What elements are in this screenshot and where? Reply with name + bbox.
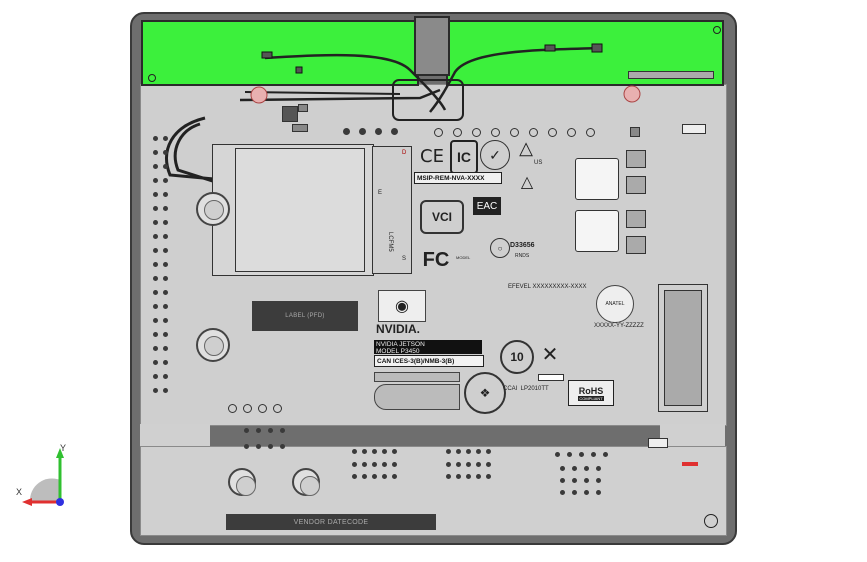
smd-part: [292, 124, 308, 132]
kc-mark-icon: IC: [450, 140, 478, 174]
smd-diode: [648, 438, 668, 448]
io-standoff: [292, 468, 320, 496]
antenna-strip: [628, 71, 714, 79]
qfn-chip: [626, 210, 646, 228]
ccai-icon: ❖: [464, 372, 506, 414]
io-standoff: [228, 468, 256, 496]
nvidia-eye-icon: ◉: [378, 290, 426, 322]
fcc-model-text: MODEL: [456, 255, 471, 260]
anatel-code-text: XXXXX-YY-ZZZZZ: [594, 323, 644, 329]
qfn-chip: [626, 176, 646, 194]
pcb-tab-right: [660, 424, 725, 448]
module-text-e: E: [378, 190, 383, 196]
ce-mark-icon: CE: [420, 145, 444, 167]
bsmi-icon: ○: [490, 238, 510, 258]
vendor-datecode-label: VENDOR DATECODE: [226, 514, 436, 530]
ccai-text: CCAI LP2010TT: [503, 386, 549, 392]
antenna-left: [141, 20, 419, 86]
triangle-mark-icon: △: [520, 174, 534, 191]
m2-module-connector: [372, 146, 412, 274]
rohs-text: RoHS: [578, 385, 604, 396]
blank-label: [374, 372, 460, 382]
anatel-logo-icon: ANATEL: [596, 285, 634, 323]
rnds-text: RNDS: [515, 253, 530, 259]
inductor-chip: [575, 210, 619, 252]
antenna-hole: [713, 26, 721, 34]
efevel-text: EFEVEL XXXXXXXXX-XXXX: [508, 284, 587, 290]
nvidia-wordmark: NVIDIA.: [376, 322, 421, 336]
msip-label: MSIP-REM-NVA-XXXX: [414, 172, 502, 184]
rohs-logo: RoHS COMPLIANT: [568, 380, 614, 406]
qfn-chip: [626, 236, 646, 254]
crossed-bin-icon: ✕: [541, 343, 559, 366]
ic-small: [282, 106, 298, 122]
axis-y-label: Y: [60, 443, 67, 453]
m2-connector-pins: [664, 290, 702, 406]
mounting-screw: [196, 328, 230, 362]
qfn-chip: [626, 150, 646, 168]
smd-part: [630, 127, 640, 137]
bin-bar: [538, 374, 564, 381]
nvidia-model-line2: MODEL P3450: [374, 348, 482, 355]
checkmark-seal-icon: ✓: [480, 140, 510, 170]
module-text-lcfm: LCFM5: [387, 232, 393, 252]
smd-diode: [682, 124, 706, 134]
rohs-compliant-text: COMPLIANT: [578, 395, 604, 401]
mounting-screw: [196, 192, 230, 226]
nvidia-model-line1: NVIDIA JETSON: [374, 340, 482, 348]
d33656-text: D33656: [510, 242, 535, 249]
smd-part: [298, 104, 308, 112]
antenna-clip: [414, 16, 450, 76]
corner-hole: [704, 514, 718, 528]
eac-mark-icon: EAC: [473, 197, 501, 215]
triangle-warning-icon: △: [519, 137, 533, 158]
axis-triad: [22, 448, 64, 506]
module-text-s: S: [402, 256, 407, 262]
us-text: US: [534, 160, 543, 166]
axis-x-label: X: [16, 487, 23, 497]
label-pfd: LABEL (PFD): [252, 301, 358, 331]
blank-label-rounded: [374, 384, 460, 410]
vcci-icon: VCI: [420, 200, 464, 234]
inductor-chip: [575, 158, 619, 200]
antenna-hole: [148, 74, 156, 82]
can-ices-label: CAN ICES-3(B)/NMB-3(B): [374, 355, 484, 367]
fcc-icon: FC: [422, 248, 450, 271]
m2-module-shield: [235, 148, 365, 272]
pcb-tab-left: [140, 424, 210, 448]
module-text-d: D: [402, 150, 407, 156]
red-marker: [682, 462, 698, 466]
ten-year-icon: 10: [500, 340, 534, 374]
